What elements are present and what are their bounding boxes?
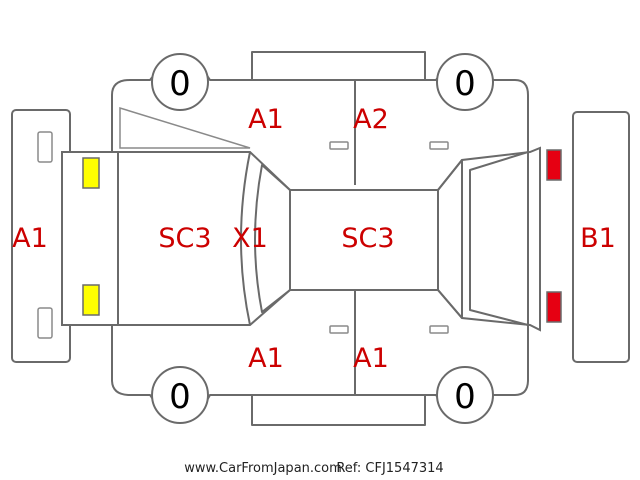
code-front-right-door: A1 bbox=[248, 343, 284, 374]
code-windshield: X1 bbox=[232, 223, 268, 254]
code-front-bumper: A1 bbox=[12, 223, 48, 254]
tire-rear-right-value: 0 bbox=[454, 377, 476, 417]
footer-site: www.CarFromJapan.com bbox=[184, 461, 342, 476]
code-hood: SC3 bbox=[158, 223, 211, 254]
footer-ref: Ref: CFJ1547314 bbox=[336, 461, 443, 476]
tire-front-right-value: 0 bbox=[169, 377, 191, 417]
front-light-top bbox=[82, 157, 100, 189]
tire-rear-left: 0 bbox=[436, 53, 494, 111]
code-rear-left-door: A2 bbox=[353, 104, 389, 135]
code-rear-right-door: A1 bbox=[353, 343, 389, 374]
tire-front-right: 0 bbox=[151, 366, 209, 424]
tire-front-left-value: 0 bbox=[169, 64, 191, 104]
left-side-panel bbox=[111, 51, 529, 185]
rear-light-bottom bbox=[546, 291, 562, 323]
rear-light-top bbox=[546, 149, 562, 181]
tire-front-left: 0 bbox=[151, 53, 209, 111]
right-side-panel bbox=[111, 290, 529, 426]
rear-bumper bbox=[572, 111, 630, 363]
code-front-left-door: A1 bbox=[248, 104, 284, 135]
tire-rear-left-value: 0 bbox=[454, 64, 476, 104]
code-roof: SC3 bbox=[341, 223, 394, 254]
front-light-bottom bbox=[82, 284, 100, 316]
code-rear-bumper: B1 bbox=[580, 223, 616, 254]
tire-rear-right: 0 bbox=[436, 366, 494, 424]
car-body-top-view bbox=[61, 146, 541, 332]
